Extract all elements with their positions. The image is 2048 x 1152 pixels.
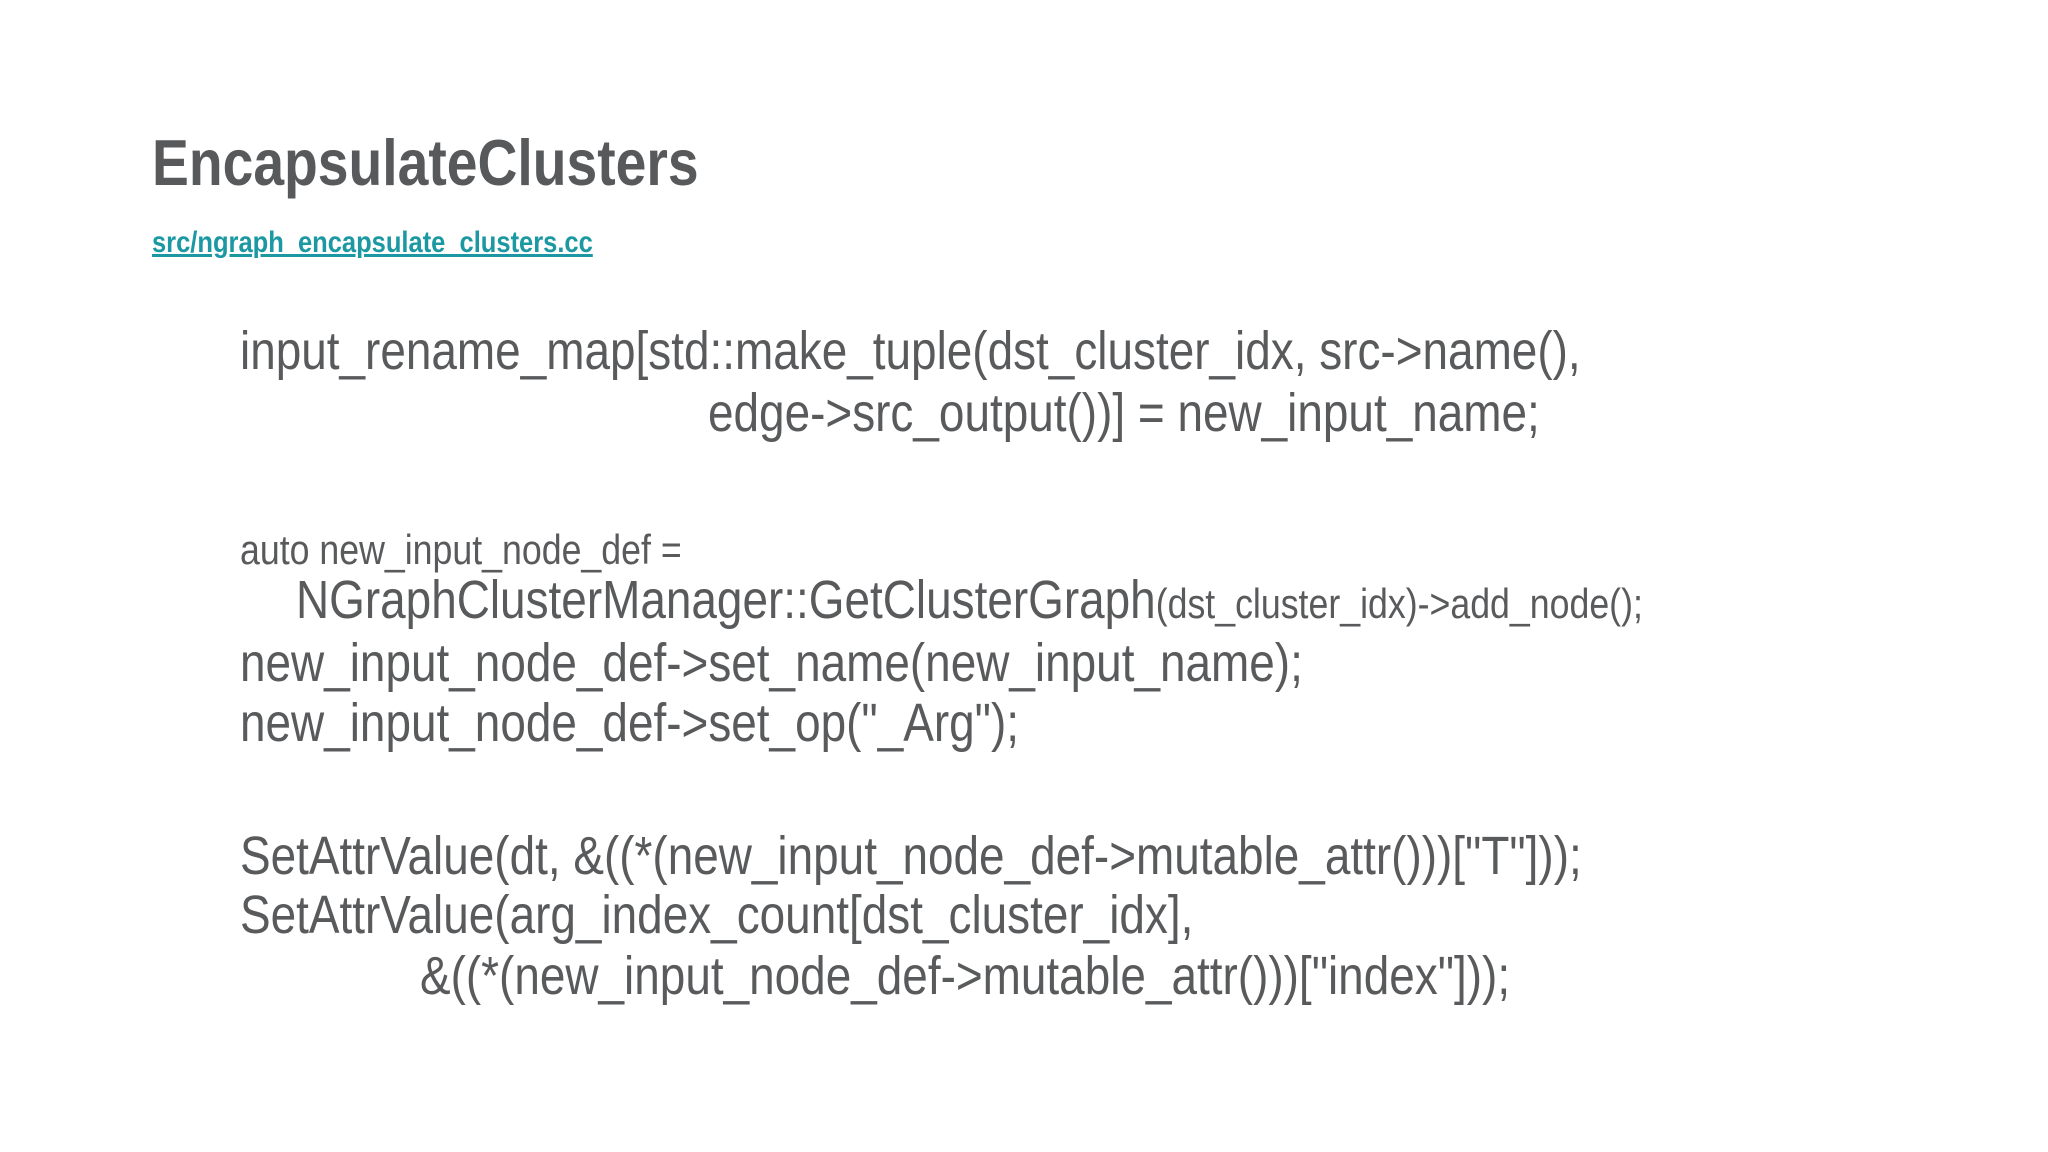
code-line-set-name: new_input_node_def->set_name(new_input_n… [240, 633, 1303, 693]
code-line-input-rename-map: input_rename_map[std::make_tuple(dst_clu… [240, 321, 1581, 381]
code-segment-add-node: (dst_cluster_idx)->add_node(); [1155, 580, 1643, 627]
code-line-mutable-attr-index: &((*(new_input_node_def->mutable_attr())… [420, 946, 1511, 1006]
slide-title: EncapsulateClusters [152, 125, 699, 199]
code-line-auto-new-input-node-def: auto new_input_node_def = [240, 526, 682, 573]
code-segment-get-cluster-graph: NGraphClusterManager::GetClusterGraph [296, 570, 1156, 630]
source-file-link[interactable]: src/ngraph_encapsulate_clusters.cc [152, 226, 593, 259]
code-line-ngraph-cluster-manager: NGraphClusterManager::GetClusterGraph(ds… [296, 573, 1643, 627]
code-line-set-op: new_input_node_def->set_op("_Arg"); [240, 693, 1020, 753]
code-line-setattrvalue-arg-index-count: SetAttrValue(arg_index_count[dst_cluster… [240, 885, 1194, 945]
code-line-edge-src-output: edge->src_output())] = new_input_name; [708, 383, 1540, 443]
code-line-setattrvalue-dt: SetAttrValue(dt, &((*(new_input_node_def… [240, 826, 1582, 886]
